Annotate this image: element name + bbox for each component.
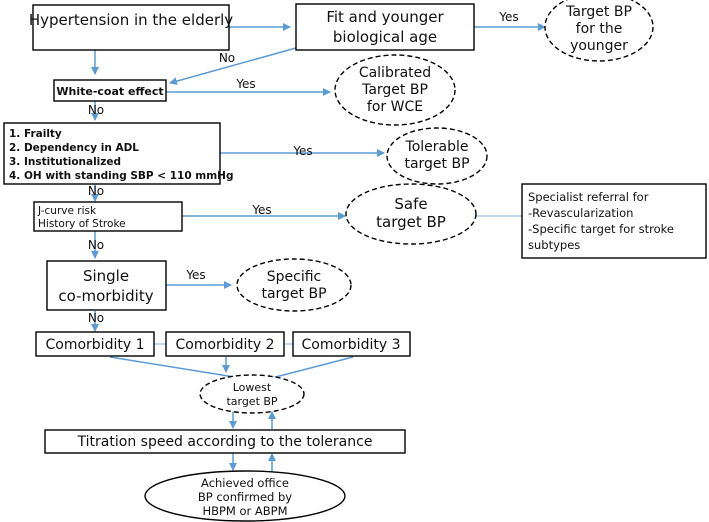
edge-labels: Yes No Yes No Yes No Yes No Yes No xyxy=(88,10,519,325)
white-coat-text: White-coat effect xyxy=(56,85,163,98)
node-comorbidity-3: Comorbidity 3 xyxy=(292,331,411,357)
node-frailty-list: 1. Frailty 2. Dependency in ADL 3. Insti… xyxy=(3,122,234,185)
node-elderly: Hypertension in the elderly xyxy=(29,4,233,51)
frailty-item-4: 4. OH with standing SBP < 110 mmHg xyxy=(9,170,234,182)
lowest-line-1: Lowest xyxy=(233,381,272,394)
label-no-single: No xyxy=(88,311,104,325)
achieved-line-3: HBPM or ABPM xyxy=(202,504,287,518)
fit-line-1: Fit and younger xyxy=(326,8,444,26)
node-comorbidity-1: Comorbidity 1 xyxy=(35,331,155,357)
label-yes-white-coat: Yes xyxy=(235,77,255,91)
achieved-line-1: Achieved office xyxy=(201,476,289,490)
tolerable-line-1: Tolerable xyxy=(405,139,469,155)
specialist-line-3: -Specific target for stroke xyxy=(528,222,674,236)
jcurve-line-1: J-curve risk xyxy=(37,205,97,217)
arrow-fit-to-white-coat xyxy=(169,47,297,85)
node-titration: Titration speed according to the toleran… xyxy=(44,429,406,454)
node-safe: Safe target BP xyxy=(345,183,477,245)
titration-text: Titration speed according to the toleran… xyxy=(77,434,373,450)
lowest-line-2: target BP xyxy=(226,395,277,408)
specialist-line-2: -Revascularization xyxy=(528,206,633,220)
frailty-item-2: 2. Dependency in ADL xyxy=(9,142,139,154)
elderly-text: Hypertension in the elderly xyxy=(29,11,233,29)
single-line-1: Single xyxy=(83,267,129,285)
comorbidity-1-text: Comorbidity 1 xyxy=(46,337,145,353)
frailty-item-3: 3. Institutionalized xyxy=(9,156,121,168)
calibrated-line-2: Target BP xyxy=(361,82,428,98)
specialist-line-1: Specialist referral for xyxy=(528,190,649,204)
node-specific: Specific target BP xyxy=(236,258,352,312)
comorbidity-3-text: Comorbidity 3 xyxy=(302,337,401,353)
label-no-jcurve: No xyxy=(88,238,104,252)
calibrated-line-3: for WCE xyxy=(367,99,423,115)
specific-line-2: target BP xyxy=(261,286,326,302)
node-achieved: Achieved office BP confirmed by HBPM or … xyxy=(144,470,346,522)
target-younger-line-3: younger xyxy=(570,38,628,54)
node-calibrated: Calibrated Target BP for WCE xyxy=(334,54,456,126)
calibrated-line-1: Calibrated xyxy=(359,65,431,81)
arrow-comorbidity-3-to-lowest xyxy=(263,356,354,383)
safe-line-2: target BP xyxy=(376,213,446,231)
node-lowest: Lowest target BP xyxy=(199,374,305,414)
node-fit: Fit and younger biological age xyxy=(295,3,475,51)
label-yes-frailty: Yes xyxy=(292,144,312,158)
specific-line-1: Specific xyxy=(267,269,322,285)
label-no-white-coat: No xyxy=(88,103,104,117)
label-yes-fit: Yes xyxy=(498,10,518,24)
comorbidity-2-text: Comorbidity 2 xyxy=(176,337,275,353)
tolerable-line-2: target BP xyxy=(404,156,469,172)
fit-line-2: biological age xyxy=(333,28,437,46)
arrow-comorbidity-1-to-lowest xyxy=(109,356,254,383)
label-no-frailty: No xyxy=(88,184,104,198)
specialist-line-4: subtypes xyxy=(528,238,580,252)
label-yes-single: Yes xyxy=(185,268,205,282)
jcurve-line-2: History of Stroke xyxy=(38,218,126,230)
label-no-fit: No xyxy=(219,51,235,65)
node-target-younger: Target BP for the younger xyxy=(544,0,654,62)
frailty-item-1: 1. Frailty xyxy=(9,128,62,140)
node-tolerable: Tolerable target BP xyxy=(386,127,488,185)
node-white-coat: White-coat effect xyxy=(53,79,167,102)
label-yes-jcurve: Yes xyxy=(251,203,271,217)
node-single: Single co-morbidity xyxy=(46,260,167,311)
single-line-2: co-morbidity xyxy=(58,287,153,305)
node-jcurve: J-curve risk History of Stroke xyxy=(33,201,183,232)
safe-line-1: Safe xyxy=(394,195,427,213)
achieved-line-2: BP confirmed by xyxy=(198,490,292,504)
node-specialist: Specialist referral for -Revascularizati… xyxy=(521,183,707,259)
target-younger-line-1: Target BP xyxy=(565,4,632,20)
node-comorbidity-2: Comorbidity 2 xyxy=(165,331,285,357)
target-younger-line-2: for the xyxy=(576,21,623,37)
connectors xyxy=(91,23,546,472)
